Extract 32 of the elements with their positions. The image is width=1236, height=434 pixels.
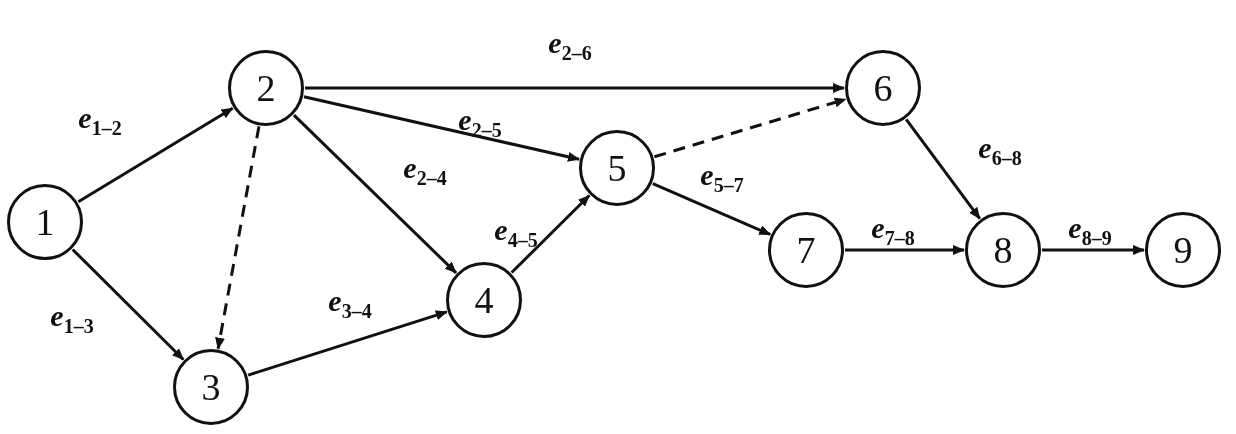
edge-label: e$_{2–4}$ <box>403 150 447 190</box>
event-circle: 4 <box>446 262 522 338</box>
arrow <box>510 194 591 274</box>
edge-label: e$_{6–8}$ <box>978 130 1022 170</box>
arrow <box>247 310 448 377</box>
arrow <box>305 83 845 93</box>
event-circle: 9 <box>1145 212 1221 288</box>
arrow <box>71 248 185 361</box>
arrow <box>905 118 981 220</box>
event-circle: 6 <box>845 50 921 126</box>
arrow <box>292 114 458 274</box>
edge-label: e$_{3–4}$ <box>328 283 372 323</box>
dashed-arrow <box>653 97 847 159</box>
edge-label: e$_{5–7}$ <box>700 157 744 197</box>
arrow <box>652 182 772 236</box>
arrow <box>303 95 580 162</box>
arrow <box>1042 245 1145 255</box>
edge-label: e$_{1–2}$ <box>78 100 122 140</box>
edge-label: e$_{7–8}$ <box>871 210 915 250</box>
edge-label: e$_{1–3}$ <box>50 298 94 338</box>
event-circle: 7 <box>768 212 844 288</box>
event-circle: 1 <box>7 184 83 260</box>
arrow <box>77 106 234 204</box>
event-circle: 2 <box>228 50 304 126</box>
event-circle: 5 <box>579 130 655 206</box>
arrow <box>845 245 965 255</box>
event-circle: 3 <box>173 349 249 425</box>
dashed-arrow <box>215 126 261 350</box>
edge-label: e$_{4–5}$ <box>494 212 538 252</box>
edge-label: e$_{2–6}$ <box>548 25 592 65</box>
edge-label: e$_{8–9}$ <box>1068 210 1112 250</box>
event-circle: 8 <box>965 212 1041 288</box>
